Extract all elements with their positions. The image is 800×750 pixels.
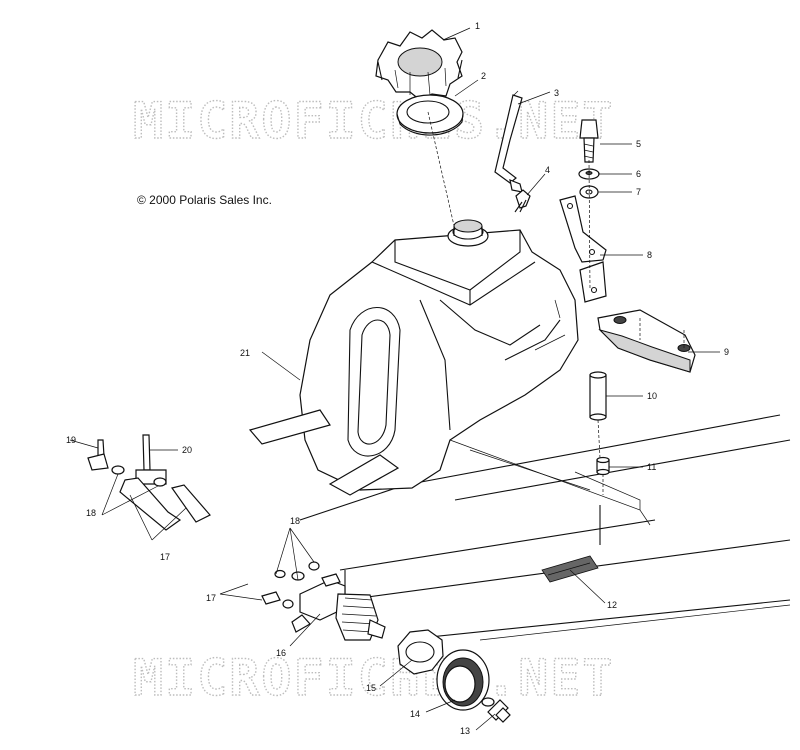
callout-labels: 1 2 3 4 5 6 7 8 9 10 11 12 13 14 15 16 1… [66, 21, 729, 736]
bushing-11 [596, 456, 610, 476]
frame-rail [299, 414, 791, 641]
vent-fitting [514, 189, 531, 213]
callout-19: 19 [66, 435, 76, 445]
fuel-tank [248, 219, 607, 496]
filter-cover [436, 649, 495, 711]
bolt-5 [579, 119, 599, 163]
cap-gasket [396, 94, 464, 136]
callout-5: 5 [636, 139, 641, 149]
tee-fitting-20 [135, 434, 167, 485]
fuel-lines-17 [119, 477, 211, 531]
callout-1: 1 [475, 21, 480, 31]
callout-8: 8 [647, 250, 652, 260]
callout-18-valve: 18 [290, 516, 300, 526]
callout-18-tee: 18 [86, 508, 96, 518]
fuel-valve [261, 561, 386, 641]
callout-2: 2 [481, 71, 486, 81]
callout-21: 21 [240, 348, 250, 358]
fuel-cap [375, 29, 463, 101]
callout-10: 10 [647, 391, 657, 401]
callout-17-tee: 17 [160, 552, 170, 562]
elbow-fitting-19 [87, 439, 109, 471]
callout-14: 14 [410, 709, 420, 719]
callout-17-valve: 17 [206, 593, 216, 603]
clamps-18 [111, 465, 167, 487]
callout-3: 3 [554, 88, 559, 98]
decal-12 [541, 555, 599, 583]
watermark-top: MICROFICHES.NET [133, 92, 615, 150]
callout-16: 16 [276, 648, 286, 658]
screw-13 [487, 699, 511, 723]
copyright-text: © 2000 Polaris Sales Inc. [137, 193, 272, 207]
vent-hose [494, 90, 523, 193]
callout-20: 20 [182, 445, 192, 455]
spacer-10 [589, 371, 607, 421]
leader-lines [69, 27, 720, 731]
tank-strap [597, 309, 696, 373]
callout-7: 7 [636, 187, 641, 197]
callout-12: 12 [607, 600, 617, 610]
callout-9: 9 [724, 347, 729, 357]
callout-13: 13 [460, 726, 470, 736]
filter-nut [397, 629, 444, 675]
watermark-bottom: MICROFICHES.NET [133, 649, 615, 707]
callout-4: 4 [545, 165, 550, 175]
callout-15: 15 [366, 683, 376, 693]
mounting-bracket [559, 195, 607, 263]
callout-11: 11 [647, 462, 656, 472]
callout-6: 6 [636, 169, 641, 179]
